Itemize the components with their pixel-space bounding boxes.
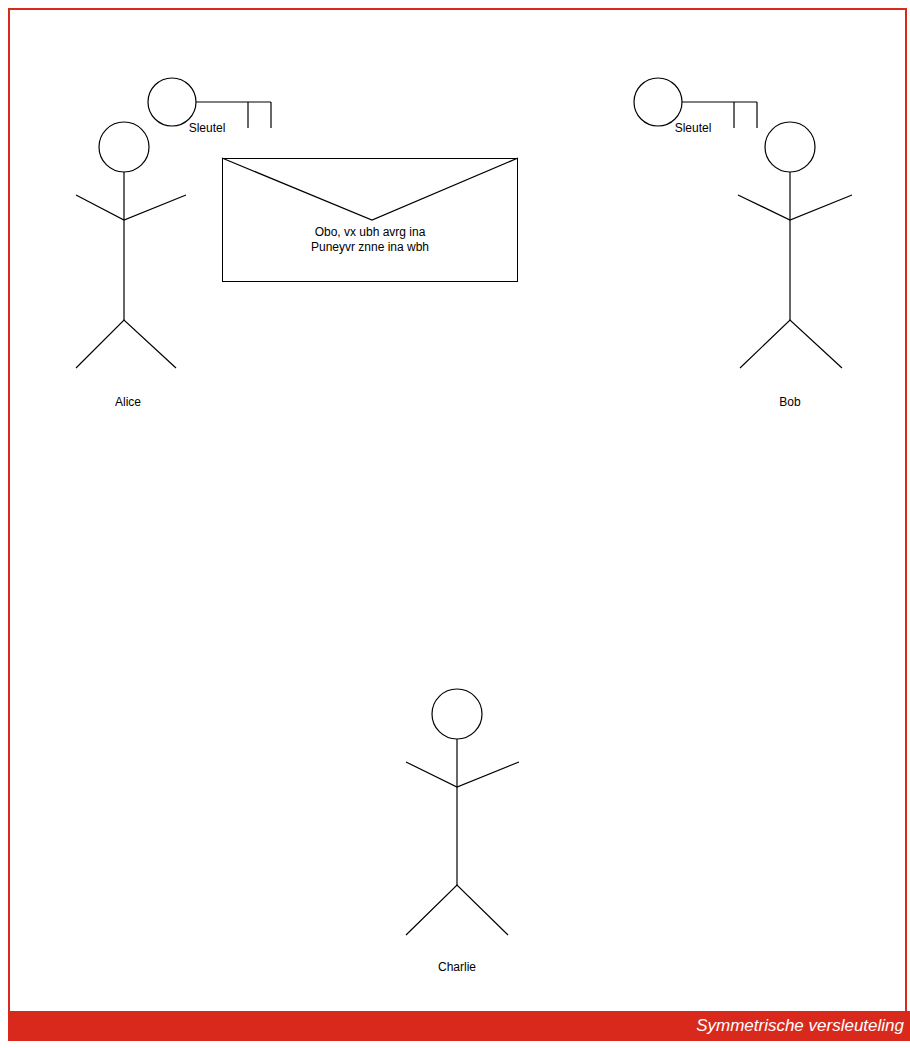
frame [9,9,906,1012]
name-label: Alice [115,395,141,410]
key-tooth [270,102,271,128]
key-tooth [756,102,757,128]
figure-body [456,739,457,885]
figure-body [123,172,124,320]
figure-arms [738,195,852,220]
person-figure: Charlie [397,685,517,975]
key-label-box: Sleutel [150,74,264,136]
figure-legs [740,320,842,368]
stick-figure [76,122,186,368]
figure-arms [406,762,519,787]
name-label: Bob [779,395,800,410]
key-tooth [247,102,248,128]
person-figure: Bob [730,118,850,410]
key-symbol [634,78,757,128]
figure-arms [76,195,186,220]
key-bow [148,78,196,126]
key-label-box: Sleutel [636,74,750,136]
figure-head [765,122,815,172]
person-figure: Alice [68,118,188,410]
name-label: Sleutel [189,121,226,136]
stick-figure [738,122,852,368]
key-symbol [148,78,271,128]
figure-legs [406,885,508,935]
caption-bar [8,1011,910,1041]
name-label: Sleutel [675,121,712,136]
name-label: Charlie [438,960,476,975]
stick-figure [406,689,519,935]
figure-head [99,122,149,172]
key-shaft [196,101,271,102]
envelope-flap-line [222,158,518,220]
figure-legs [76,320,176,368]
caption: Symmetrische versleuteling [696,1012,904,1040]
envelope-box: Obo, vx ubh avrg ina Puneyvr znne ina wb… [222,158,518,282]
message-text: Obo, vx ubh avrg ina Puneyvr znne ina wb… [300,225,440,255]
key-shaft [682,101,757,102]
envelope-flap [222,158,518,220]
key-tooth [733,102,734,128]
figure-body [789,172,790,320]
figure-head [432,689,482,739]
key-bow [634,78,682,126]
